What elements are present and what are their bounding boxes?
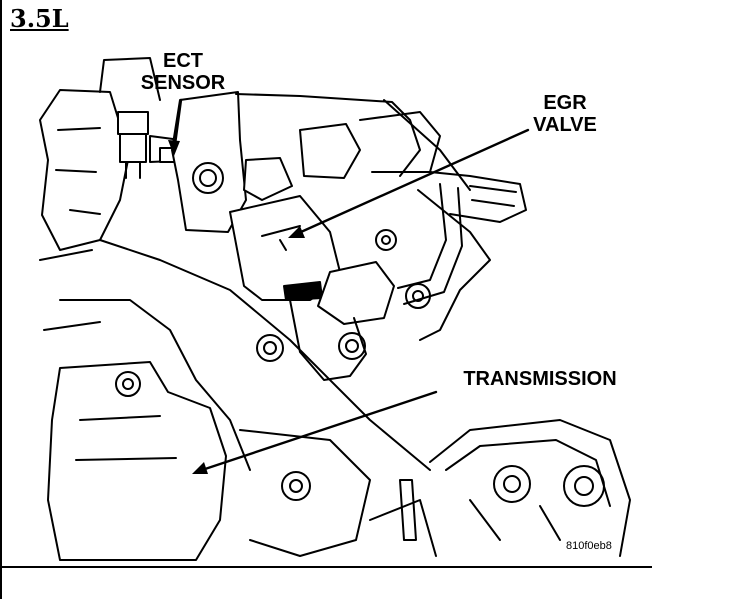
transmission-housing [47, 361, 371, 561]
intake-runners [375, 171, 527, 341]
engine-block-lower [39, 239, 431, 471]
callout-egr-valve: EGR VALVE [520, 92, 610, 136]
engine-size-label: 3.5L [10, 4, 69, 33]
upper-hoses [235, 93, 471, 201]
lower-right-mount [369, 419, 631, 557]
ect-arrowhead [168, 140, 180, 156]
transmission-leader-line [194, 390, 438, 474]
egr-leader-line [290, 128, 530, 238]
frame-bottom-rule [0, 566, 652, 568]
callout-ect-sensor: ECT SENSOR [128, 50, 238, 94]
figure-id: 810f0eb8 [566, 540, 612, 552]
egr-valve-body [229, 195, 431, 381]
callout-ect-line-1: ECT [163, 50, 203, 72]
leader-arrowheads [168, 140, 305, 474]
frame-left-border [0, 0, 2, 599]
transmission-arrowhead [192, 462, 208, 474]
callout-egr-line-2: VALVE [533, 114, 597, 136]
callout-ect-line-2: SENSOR [140, 72, 226, 94]
egr-tube [397, 183, 463, 305]
engine-bracket [171, 91, 247, 233]
callout-egr-line-1: EGR [543, 92, 587, 114]
callout-transmission: TRANSMISSION [463, 368, 617, 390]
egr-arrowhead [288, 226, 305, 238]
